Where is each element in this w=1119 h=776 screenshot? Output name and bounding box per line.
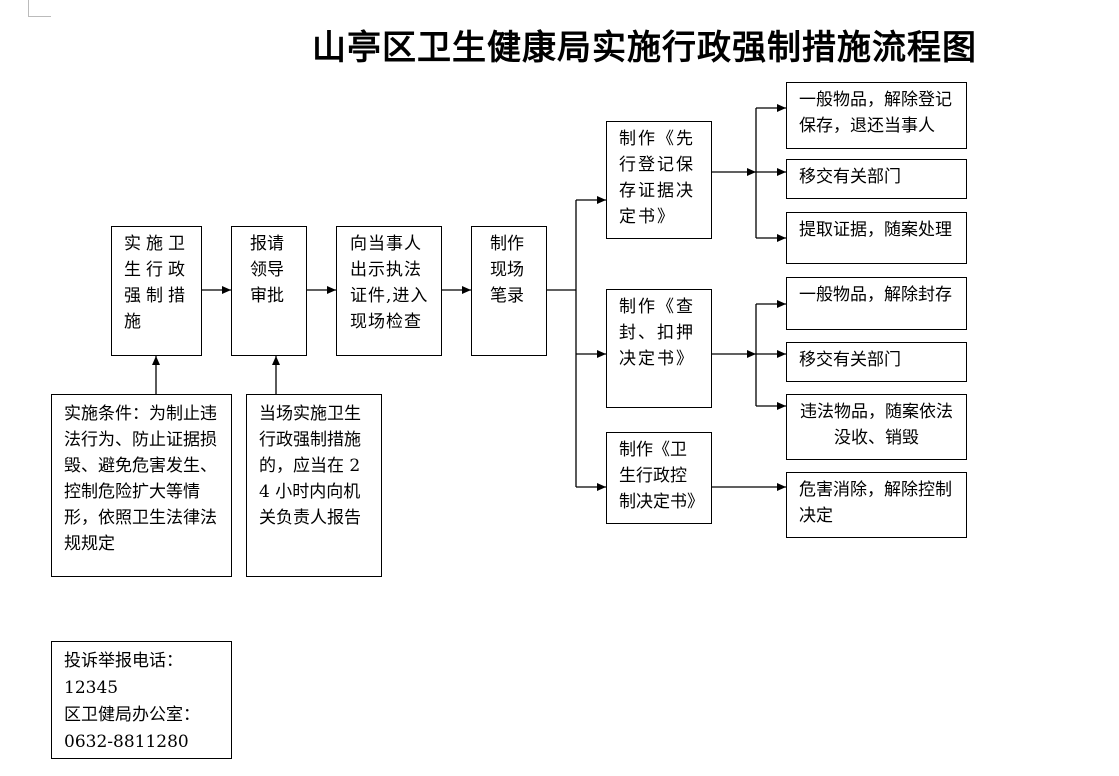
outcome-extract-evidence-text: 提取证据，随案处理 bbox=[799, 220, 952, 240]
decision-preserve-evidence-label: 制作《先行登记保存证据决定书》 bbox=[619, 129, 695, 227]
decision-health-control-label: 制作《卫生行政控制决定书》 bbox=[619, 440, 704, 512]
decision-seal-seize: 制作《查封、扣押决定书》 bbox=[606, 289, 712, 408]
outcome-release-control-text: 危害消除，解除控制决定 bbox=[799, 480, 952, 526]
outcome-release-control: 危害消除，解除控制决定 bbox=[786, 472, 967, 538]
outcome-release-seal: 一般物品，解除封存 bbox=[786, 277, 967, 330]
hotline-number: 12345 bbox=[64, 678, 119, 698]
office-label: 区卫健局办公室： bbox=[64, 705, 200, 725]
step-request-label: 报请领导审批 bbox=[250, 234, 284, 306]
outcome-release-seal-text: 一般物品，解除封存 bbox=[799, 285, 952, 305]
step-record: 制作现场笔录 bbox=[471, 226, 547, 356]
outcome-transfer-1: 移交有关部门 bbox=[786, 159, 967, 199]
step-implement-label: 实施卫生行政强制措施 bbox=[124, 234, 190, 332]
outcome-confiscate-text: 违法物品，随案依法没收、销毁 bbox=[800, 402, 953, 448]
onsite-report-note: 当场实施卫生行政强制措施的，应当在 24 小时内向机关负责人报告 bbox=[246, 394, 382, 577]
outcome-confiscate: 违法物品，随案依法没收、销毁 bbox=[786, 394, 967, 460]
page-title: 山亭区卫生健康局实施行政强制措施流程图 bbox=[312, 28, 977, 68]
step-implement: 实施卫生行政强制措施 bbox=[111, 226, 202, 356]
step-record-label: 制作现场笔录 bbox=[490, 234, 524, 306]
page-corner-mark bbox=[28, 0, 51, 17]
office-number: 0632-8811280 bbox=[64, 732, 189, 752]
outcome-release-registration: 一般物品，解除登记保存，退还当事人 bbox=[786, 82, 967, 149]
outcome-transfer-2-text: 移交有关部门 bbox=[799, 350, 901, 370]
outcome-extract-evidence: 提取证据，随案处理 bbox=[786, 212, 967, 264]
step-show-certificate: 向当事人出示执法证件,进入现场检查 bbox=[336, 226, 442, 356]
decision-seal-seize-label: 制作《查封、扣押决定书》 bbox=[619, 297, 695, 369]
outcome-transfer-1-text: 移交有关部门 bbox=[799, 167, 901, 187]
decision-preserve-evidence: 制作《先行登记保存证据决定书》 bbox=[606, 121, 712, 239]
decision-health-control: 制作《卫生行政控制决定书》 bbox=[606, 432, 712, 524]
hotline-label: 投诉举报电话： bbox=[64, 651, 183, 671]
implement-condition-text: 实施条件：为制止违法行为、防止证据损毁、避免危害发生、控制危险扩大等情形，依照卫… bbox=[64, 404, 217, 554]
step-request-approval: 报请领导审批 bbox=[231, 226, 307, 356]
outcome-transfer-2: 移交有关部门 bbox=[786, 342, 967, 382]
contact-box: 投诉举报电话： 12345 区卫健局办公室： 0632-8811280 bbox=[51, 641, 232, 759]
outcome-release-registration-text: 一般物品，解除登记保存，退还当事人 bbox=[799, 90, 952, 136]
implement-condition-note: 实施条件：为制止违法行为、防止证据损毁、避免危害发生、控制危险扩大等情形，依照卫… bbox=[51, 394, 232, 577]
onsite-report-text: 当场实施卫生行政强制措施的，应当在 24 小时内向机关负责人报告 bbox=[259, 404, 361, 528]
step-show-certificate-label: 向当事人出示执法证件,进入现场检查 bbox=[350, 234, 429, 332]
